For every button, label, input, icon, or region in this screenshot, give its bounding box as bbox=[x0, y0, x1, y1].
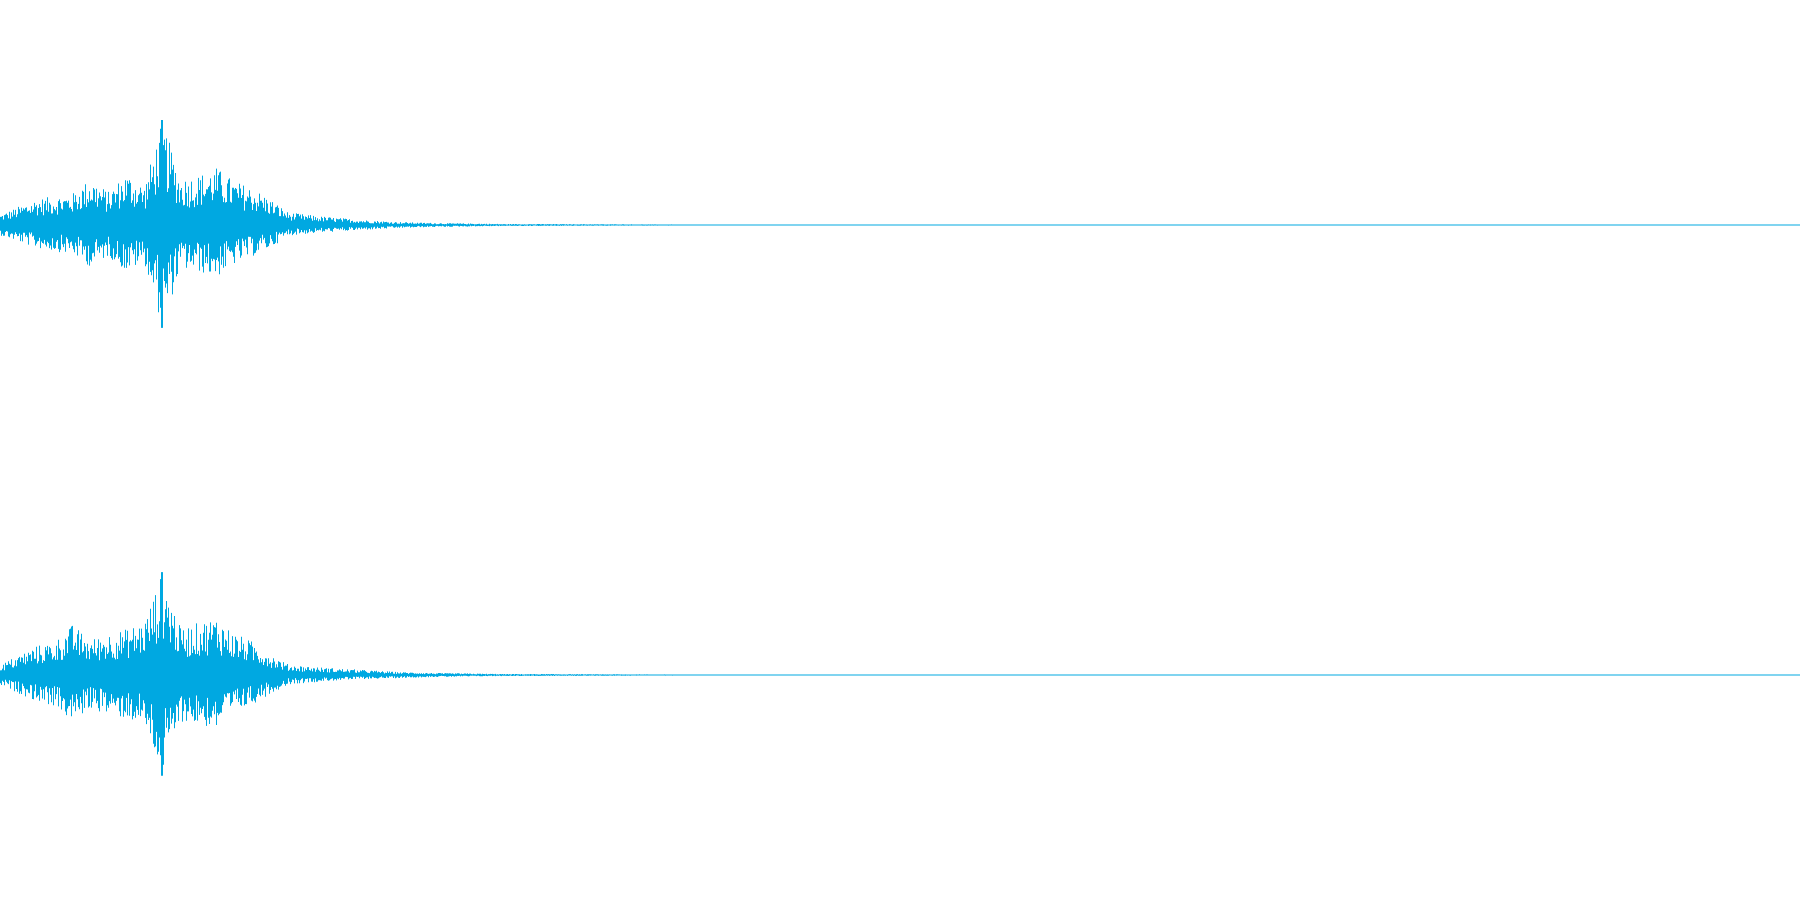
waveform-envelope bbox=[0, 579, 766, 765]
waveform-envelope bbox=[0, 121, 766, 314]
waveform-channel-2 bbox=[0, 572, 1800, 776]
waveform-channel-1 bbox=[0, 120, 1800, 328]
